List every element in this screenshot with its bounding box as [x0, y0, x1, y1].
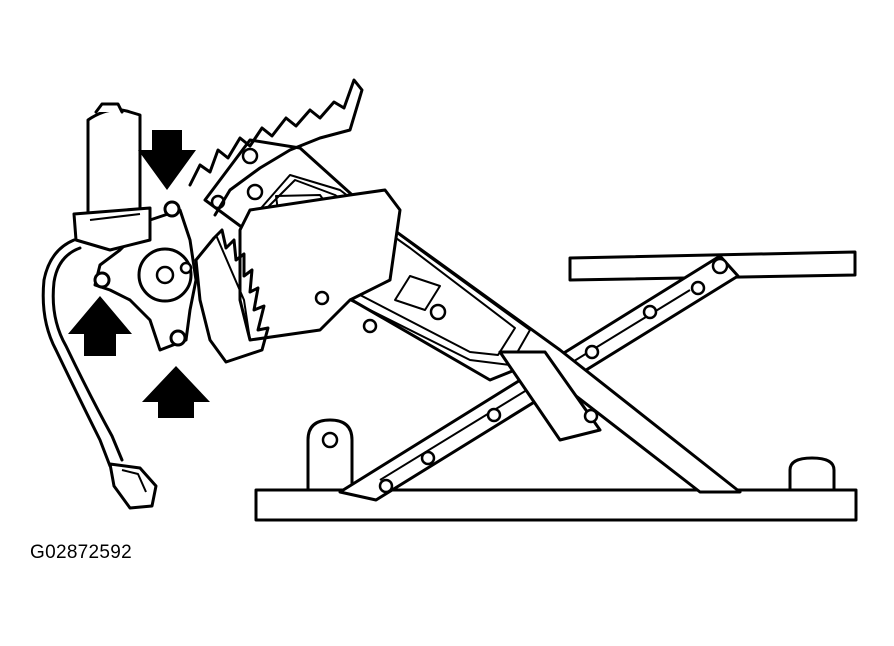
- motor-gearbox: [93, 200, 198, 352]
- up-arrow-icon: [68, 296, 132, 356]
- sector-gear: [188, 78, 364, 364]
- wire-harness: [41, 238, 158, 510]
- base-rail: [254, 418, 858, 522]
- mounting-plate: [238, 188, 402, 342]
- up-arrow-icon: [142, 366, 210, 418]
- motor-body: [72, 102, 152, 252]
- figure-id-label: G02872592: [30, 542, 133, 563]
- down-arrow-icon: [138, 130, 196, 190]
